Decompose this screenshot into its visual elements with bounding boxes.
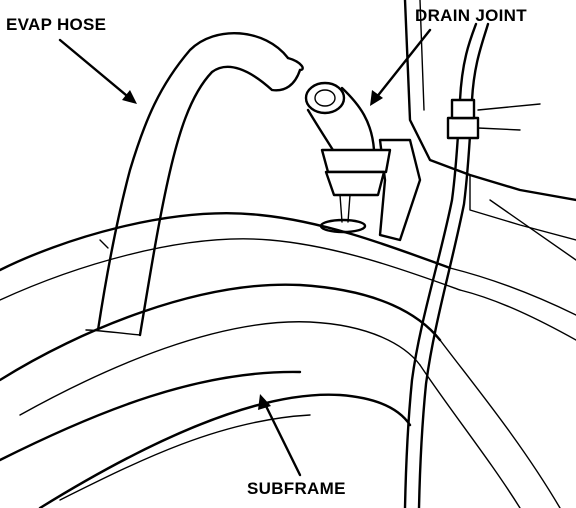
drain-joint: [304, 81, 392, 223]
drain-joint-arrowhead: [370, 90, 383, 106]
drain-joint-label: DRAIN JOINT: [415, 6, 527, 25]
evap-hose-arrowhead: [122, 90, 137, 104]
subframe-label: SUBFRAME: [247, 479, 346, 498]
evap-hose: [85, 32, 304, 337]
subframe-arrow: [262, 400, 302, 477]
subframe-arrowhead: [258, 394, 271, 410]
evap-hose-arrow: [58, 38, 134, 102]
callout-arrows: [58, 28, 432, 477]
bracket: [378, 0, 576, 261]
subframe: [0, 212, 576, 508]
pipe: [403, 22, 541, 508]
evap-hose-label: EVAP HOSE: [6, 15, 107, 34]
drain-joint-arrow: [374, 28, 432, 100]
